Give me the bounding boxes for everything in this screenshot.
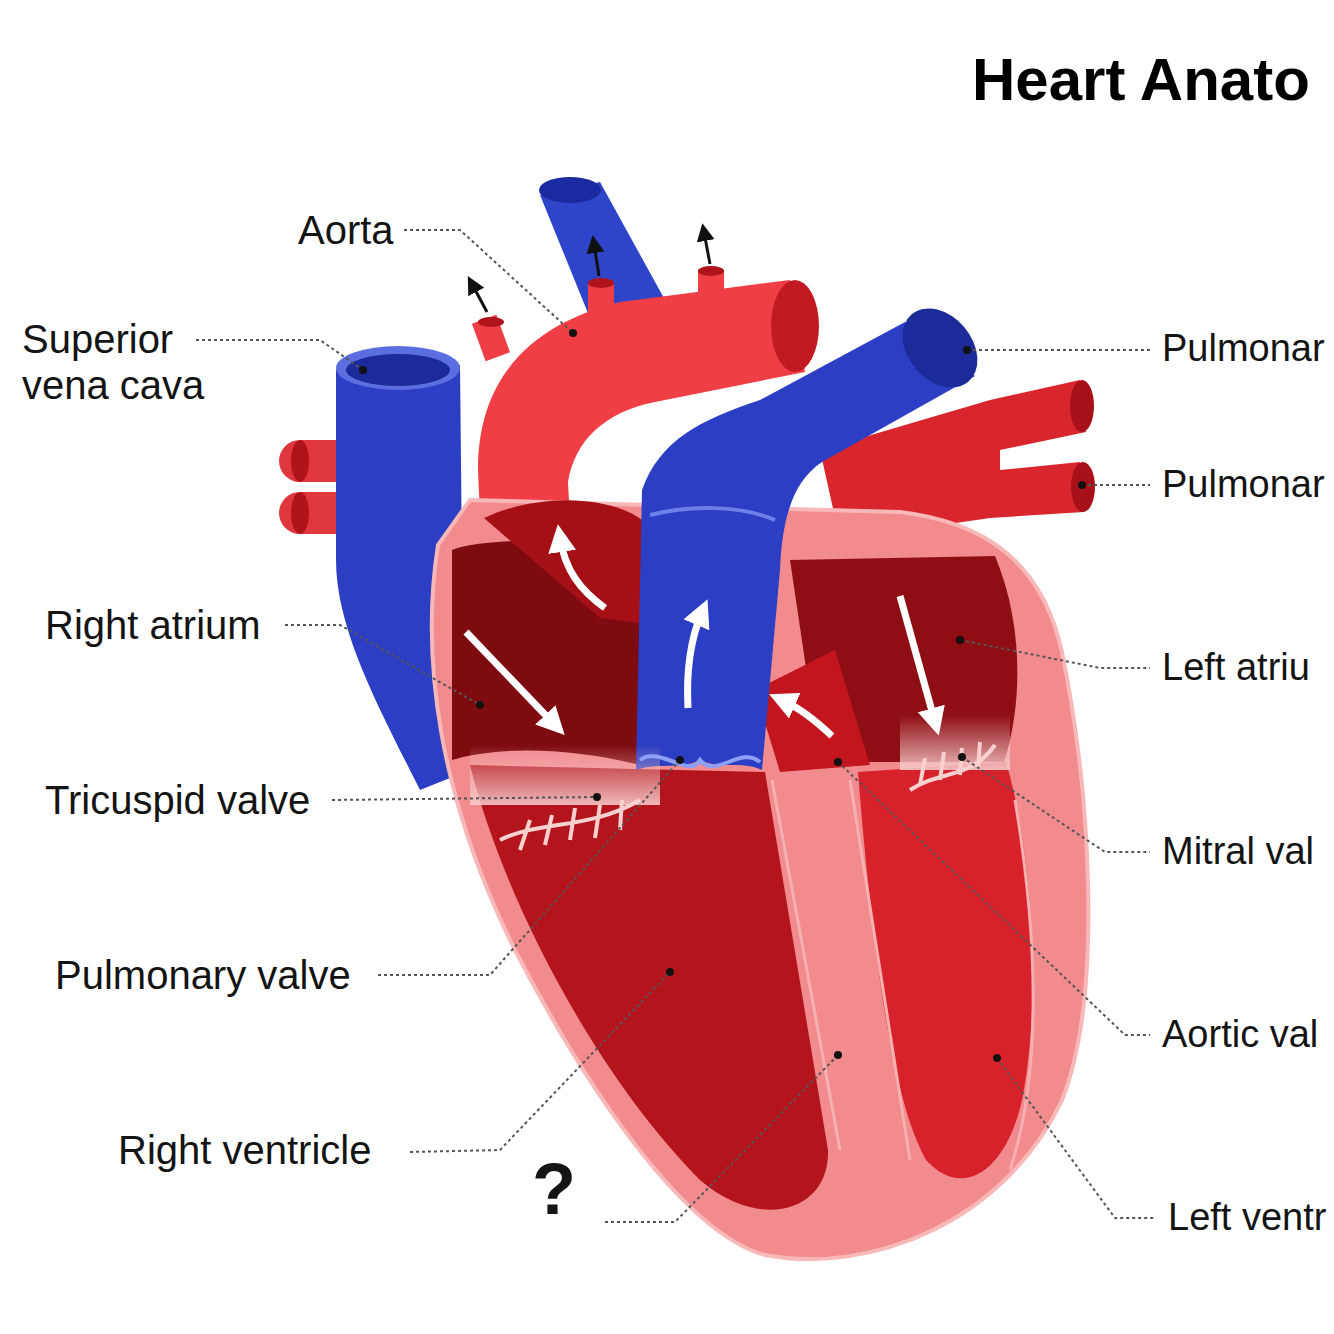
part-label: Pulmonar [1162,326,1325,372]
part-label: ? [532,1150,576,1229]
part-label: Pulmonar [1162,462,1325,508]
part-label: Left ventr [1168,1195,1326,1241]
part-label: Pulmonary valve [55,951,351,999]
part-label: Right ventricle [118,1126,371,1174]
part-label: Tricuspid valve [45,776,310,824]
diagram-title: Heart Anato [972,44,1310,116]
part-label: Aorta [298,206,394,254]
part-label: Left atriu [1162,645,1310,691]
part-label: Mitral val [1162,829,1314,875]
part-label: Superior vena cava [22,316,232,408]
part-label: Right atrium [45,601,261,649]
part-label: Aortic val [1162,1012,1318,1058]
